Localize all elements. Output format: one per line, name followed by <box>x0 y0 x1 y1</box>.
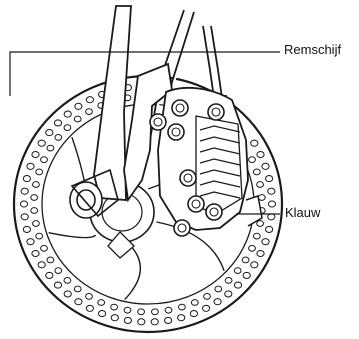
rotor-label: Remschijf <box>284 43 341 56</box>
rotor-hole <box>138 309 145 315</box>
rotor-hole <box>64 111 71 117</box>
rotor-hole <box>190 311 197 317</box>
rotor-hole <box>203 305 210 311</box>
rotor-hole <box>257 151 264 157</box>
rotor-hole <box>41 245 48 251</box>
caliper-label: Klauw <box>285 206 320 219</box>
rotor-hole <box>86 109 93 115</box>
bolt <box>174 220 190 236</box>
rotor-hole <box>46 130 53 136</box>
rotor-hole <box>251 140 258 146</box>
rotor-hole <box>23 226 30 232</box>
rotor-hole <box>214 299 221 305</box>
rotor-hole <box>64 291 71 297</box>
rotor-hole <box>251 262 258 268</box>
rotor-hole <box>31 195 38 201</box>
rotor-hole <box>32 250 39 256</box>
rotor-hole <box>234 282 241 288</box>
rotor-hole <box>266 226 273 232</box>
rotor-hole <box>36 169 43 175</box>
rotor-hole <box>242 257 249 263</box>
rotor-hole <box>32 151 39 157</box>
rotor-hole <box>151 319 158 325</box>
rotor-hole <box>64 125 71 131</box>
rotor-hole <box>165 317 172 323</box>
rotor-hole <box>249 245 256 251</box>
rotor-hole <box>98 300 105 306</box>
rotor-hole <box>225 291 232 297</box>
bolt <box>206 204 222 220</box>
rotor-hole <box>268 188 275 194</box>
rotor-hole <box>86 294 93 300</box>
rotor-hole <box>55 135 62 141</box>
bolt <box>168 124 184 140</box>
rotor-hole <box>234 268 241 274</box>
rotor-hole <box>138 319 145 325</box>
rotor-hole <box>257 182 264 188</box>
rotor-hole <box>20 201 27 207</box>
rotor-hole <box>215 286 222 292</box>
rotor-hole <box>191 300 198 306</box>
rotor-hole <box>74 116 81 122</box>
rotor-hole <box>266 176 273 182</box>
rotor-hole <box>225 278 232 284</box>
rotor-hole <box>165 307 172 313</box>
rotor-hole <box>257 221 264 227</box>
rotor-hole <box>86 97 93 103</box>
rotor-hole <box>46 272 53 278</box>
rotor-hole <box>74 286 81 292</box>
rotor-hole <box>268 214 275 220</box>
rotor-hole <box>54 120 61 126</box>
rotor-hole <box>75 299 82 305</box>
rotor-hole <box>253 169 260 175</box>
rotor-hole <box>41 157 48 163</box>
rotor-hole <box>257 250 264 256</box>
rotor-hole <box>258 195 265 201</box>
rotor-hole <box>86 305 93 311</box>
rotor-hole <box>152 309 159 315</box>
rotor-hole <box>243 272 250 278</box>
rotor-hole <box>124 307 131 313</box>
rotor-hole <box>99 311 106 317</box>
rotor-hole <box>179 304 186 310</box>
rotor-hole <box>23 176 30 182</box>
rotor-hole <box>36 233 43 239</box>
bolt <box>172 100 188 116</box>
rotor-hole <box>55 268 62 274</box>
bolt <box>208 104 224 120</box>
rotor-hole <box>21 188 28 194</box>
rotor-hole <box>268 201 275 207</box>
rotor-hole <box>111 304 118 310</box>
rotor-hole <box>253 233 260 239</box>
rotor-hole <box>249 157 256 163</box>
rotor-hole <box>31 208 38 214</box>
bolt <box>180 170 196 186</box>
rotor-hole <box>178 315 185 321</box>
rotor-hole <box>21 214 28 220</box>
rotor-hole <box>64 278 71 284</box>
rotor-hole <box>47 145 54 151</box>
rotor-hole <box>27 163 34 169</box>
rotor-hole <box>262 239 269 245</box>
rotor-hole <box>75 103 82 109</box>
bolt <box>188 196 204 212</box>
rotor-hole <box>204 294 211 300</box>
rotor-hole <box>38 140 45 146</box>
rotor-hole <box>47 257 54 263</box>
rotor-hole <box>38 262 45 268</box>
rotor-hole <box>262 163 269 169</box>
rotor-hole <box>54 282 61 288</box>
bolt <box>150 114 166 130</box>
rotor-hole <box>33 221 40 227</box>
rotor-hole <box>124 317 131 323</box>
rotor-hole <box>27 239 34 245</box>
rotor-hole <box>111 315 118 321</box>
rotor-hole <box>33 182 40 188</box>
